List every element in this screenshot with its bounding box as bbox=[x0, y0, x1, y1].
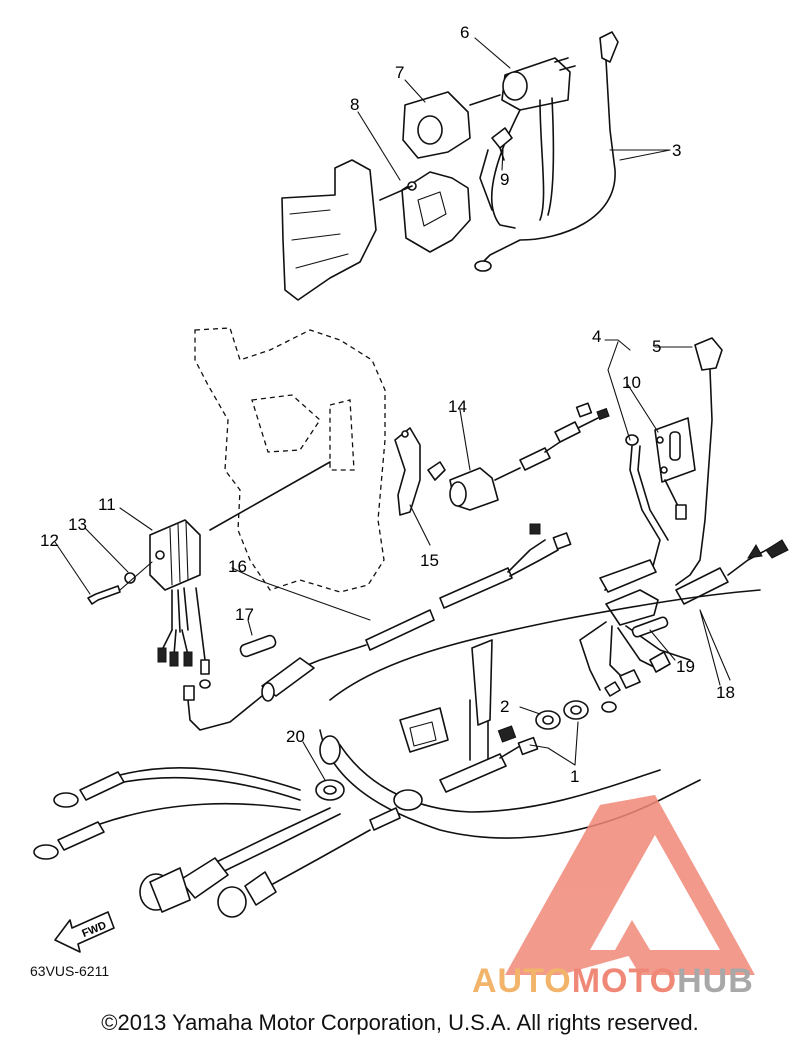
battery-leads bbox=[33, 767, 401, 860]
callout-12: 12 bbox=[40, 531, 59, 550]
starter-relay-6 bbox=[501, 57, 576, 111]
watermark-brand: AUTOMOTOHUB bbox=[472, 962, 754, 1001]
callout-6: 6 bbox=[460, 23, 469, 42]
callout-15: 15 bbox=[420, 551, 439, 570]
holder-bracket-8 bbox=[401, 171, 471, 253]
callout-14: 14 bbox=[448, 397, 467, 416]
fuse-holder-14 bbox=[449, 402, 610, 511]
grommet-20 bbox=[315, 779, 345, 801]
callout-1: 1 bbox=[570, 767, 579, 786]
battery-cable-3 bbox=[474, 31, 671, 272]
lead-1 bbox=[439, 725, 539, 793]
callout-16: 16 bbox=[228, 557, 247, 576]
callout-labels: 1 2 3 4 5 6 7 8 9 10 11 12 13 14 15 16 1… bbox=[40, 23, 735, 786]
lead-wire-16 bbox=[183, 523, 572, 731]
callout-20: 20 bbox=[286, 727, 305, 746]
rectifier-11 bbox=[149, 519, 211, 689]
fuse-17 bbox=[239, 634, 277, 658]
cable-5-terminal bbox=[675, 337, 723, 586]
watermark-logo-icon bbox=[505, 795, 755, 975]
callout-3: 3 bbox=[672, 141, 681, 160]
leader-lines bbox=[54, 37, 731, 781]
brand-part-hub: HUB bbox=[677, 962, 754, 1000]
wire-harness-18 bbox=[579, 539, 789, 713]
callout-19: 19 bbox=[676, 657, 695, 676]
bolt-12 bbox=[87, 585, 121, 605]
callout-17: 17 bbox=[235, 605, 254, 624]
brand-part-moto: MOTO bbox=[571, 962, 678, 1000]
callout-7: 7 bbox=[395, 63, 404, 82]
bolt-9 bbox=[491, 127, 513, 161]
drawing-code: 63VUS-6211 bbox=[30, 963, 110, 979]
fuse-10 bbox=[654, 417, 696, 520]
copyright-notice: ©2013 Yamaha Motor Corporation, U.S.A. A… bbox=[101, 1010, 699, 1035]
callout-10: 10 bbox=[622, 373, 641, 392]
callout-18: 18 bbox=[716, 683, 735, 702]
callout-8: 8 bbox=[350, 95, 359, 114]
callout-2: 2 bbox=[500, 697, 509, 716]
relay-cover-7 bbox=[402, 91, 471, 159]
fwd-arrow: FWD bbox=[54, 911, 115, 953]
brand-part-auto: AUTO bbox=[472, 962, 572, 1000]
callout-9: 9 bbox=[500, 170, 509, 189]
bottom-cowling bbox=[319, 589, 761, 839]
relay-leads bbox=[479, 97, 555, 229]
callout-13: 13 bbox=[68, 515, 87, 534]
connector-plugs bbox=[139, 807, 371, 918]
callout-5: 5 bbox=[652, 337, 661, 356]
washer-13 bbox=[124, 572, 136, 584]
callout-11: 11 bbox=[98, 495, 116, 514]
powerhead-outline bbox=[194, 327, 386, 593]
bracket-15 bbox=[394, 427, 446, 516]
grommet-2 bbox=[535, 700, 589, 730]
upper-bracket-cover bbox=[281, 159, 377, 301]
callout-4: 4 bbox=[592, 327, 601, 346]
